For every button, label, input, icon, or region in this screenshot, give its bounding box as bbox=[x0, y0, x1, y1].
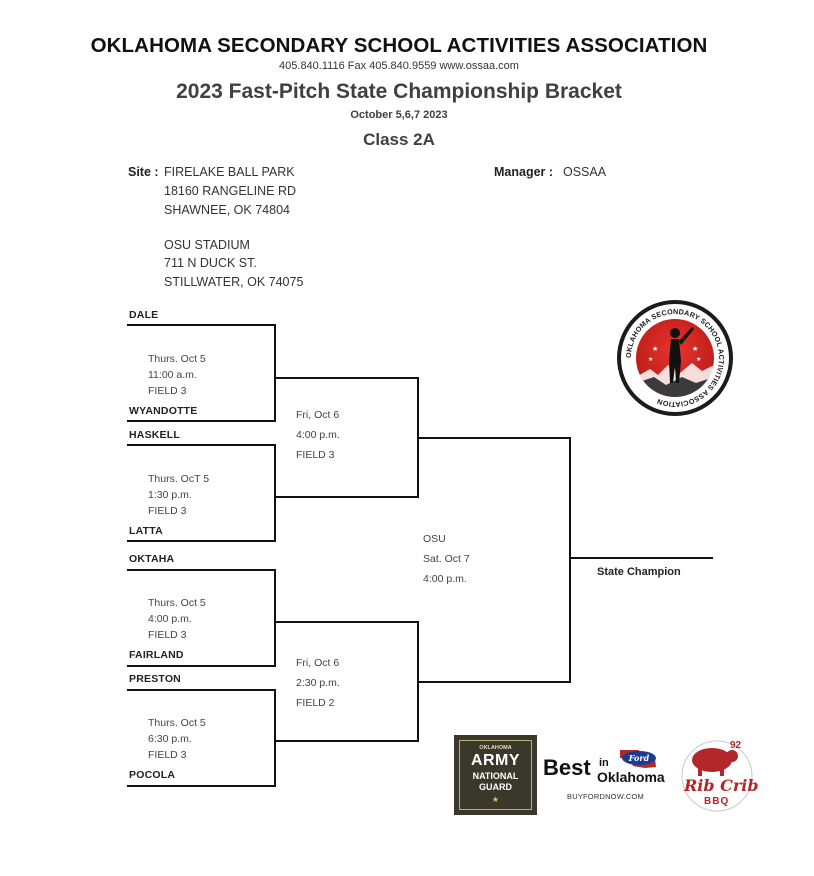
game-info: Thurs. Oct 5 4:00 p.m. FIELD 3 bbox=[148, 595, 206, 643]
game-day: Fri, Oct 6 bbox=[296, 409, 340, 421]
game-time: 2:30 p.m. bbox=[296, 677, 340, 689]
manager-label: Manager : bbox=[494, 165, 554, 179]
bracket-line bbox=[569, 557, 713, 559]
team-name: LATTA bbox=[129, 525, 163, 537]
bracket-line bbox=[127, 689, 276, 691]
game-day: Thurs. Oct 5 bbox=[148, 717, 206, 729]
game-field: FIELD 3 bbox=[148, 505, 187, 517]
contact-info: 405.840.1116 Fax 405.840.9559 www.ossaa.… bbox=[279, 60, 519, 72]
final-venue: OSU bbox=[423, 533, 446, 545]
game-time: 6:30 p.m. bbox=[148, 733, 192, 745]
team-name: POCOLA bbox=[129, 769, 176, 781]
guard-line4: GUARD bbox=[479, 782, 512, 792]
bracket-line bbox=[127, 665, 276, 667]
final-day: Sat. Oct 7 bbox=[423, 553, 470, 565]
athlete-silhouette-icon: ★ ★ ★ ★ bbox=[636, 327, 714, 397]
bracket-line bbox=[274, 740, 419, 742]
rib-crib-name: Rib Crib bbox=[684, 776, 759, 795]
svg-text:★: ★ bbox=[696, 356, 701, 363]
ford-badge: Ford bbox=[622, 751, 656, 765]
svg-text:★: ★ bbox=[652, 345, 658, 353]
bracket-line bbox=[274, 689, 276, 787]
site-label: Site : bbox=[128, 165, 159, 179]
game-info: Thurs. Oct 5 6:30 p.m. FIELD 3 bbox=[148, 715, 206, 763]
bracket-line bbox=[569, 437, 571, 683]
game-time: 4:00 p.m. bbox=[296, 429, 340, 441]
ossaa-seal-logo: OKLAHOMA SECONDARY SCHOOL ACTIVITIES ASS… bbox=[617, 300, 733, 416]
bracket-line bbox=[127, 569, 276, 571]
guard-line2: ARMY bbox=[470, 752, 521, 769]
organization-name: OKLAHOMA SECONDARY SCHOOL ACTIVITIES ASS… bbox=[90, 34, 708, 57]
state-champion-label: State Champion bbox=[597, 566, 681, 578]
game-field: FIELD 2 bbox=[296, 697, 335, 709]
game-time: 11:00 a.m. bbox=[148, 369, 197, 381]
team-name: WYANDOTTE bbox=[129, 405, 198, 417]
game-info: Thurs. OcT 5 1:30 p.m. FIELD 3 bbox=[148, 471, 209, 519]
game-field: FIELD 3 bbox=[148, 629, 187, 641]
guard-line1: OKLAHOMA bbox=[479, 745, 512, 751]
bracket-line bbox=[274, 496, 419, 498]
bracket-line bbox=[274, 444, 276, 542]
best-in-oklahoma-ford-logo: Ford Best in Oklahoma BUYFORDNOW.COM bbox=[543, 747, 665, 805]
tournament-dates: October 5,6,7 2023 bbox=[350, 109, 448, 121]
ford-oklahoma-text: Oklahoma bbox=[597, 769, 665, 785]
team-name: DALE bbox=[129, 309, 159, 321]
rib-crib-logo: 92 Rib Crib BBQ bbox=[678, 738, 759, 814]
bracket-line bbox=[274, 569, 276, 667]
star-icon: ★ bbox=[491, 795, 500, 804]
ford-url-text: BUYFORDNOW.COM bbox=[567, 792, 644, 801]
site-line: SHAWNEE, OK 74804 bbox=[164, 203, 290, 217]
team-name: HASKELL bbox=[129, 429, 180, 441]
rib-crib-sub: BBQ bbox=[704, 796, 730, 807]
bracket-line bbox=[274, 324, 276, 422]
site-line: FIRELAKE BALL PARK bbox=[164, 165, 295, 179]
team-name: FAIRLAND bbox=[129, 649, 184, 661]
bracket-line bbox=[127, 785, 276, 787]
guard-frame bbox=[459, 740, 532, 810]
final-game-info: OSU Sat. Oct 7 4:00 p.m. bbox=[423, 529, 470, 589]
svg-text:★: ★ bbox=[648, 356, 653, 363]
site-line: 18160 RANGELINE RD bbox=[164, 184, 297, 198]
game-day: Thurs. Oct 5 bbox=[148, 353, 206, 365]
game-day: Thurs. Oct 5 bbox=[148, 597, 206, 609]
seal-ring: OKLAHOMA SECONDARY SCHOOL ACTIVITIES ASS… bbox=[621, 304, 729, 412]
bracket-line bbox=[417, 437, 571, 439]
site-line: OSU STADIUM bbox=[164, 238, 250, 252]
bracket-line bbox=[127, 324, 276, 326]
game-day: Thurs. OcT 5 bbox=[148, 473, 210, 485]
game-field: FIELD 3 bbox=[296, 449, 335, 461]
guard-line3: NATIONAL bbox=[472, 771, 519, 781]
manager-value: OSSAA bbox=[563, 165, 607, 179]
bracket-line bbox=[127, 540, 276, 542]
site-line: STILLWATER, OK 74075 bbox=[164, 275, 304, 289]
bracket-line bbox=[127, 444, 276, 446]
ford-in-text: in bbox=[599, 757, 609, 769]
rib-crib-pig-icon bbox=[681, 740, 753, 812]
bracket-line bbox=[274, 377, 419, 379]
game-field: FIELD 3 bbox=[148, 385, 187, 397]
game-info: Fri, Oct 6 2:30 p.m. FIELD 2 bbox=[296, 653, 340, 713]
rib-crib-number: 92 bbox=[730, 740, 742, 751]
game-info: Thurs. Oct 5 11:00 a.m. FIELD 3 bbox=[148, 351, 206, 399]
svg-text:★: ★ bbox=[692, 345, 698, 353]
site-line: 711 N DUCK ST. bbox=[164, 256, 257, 270]
final-time: 4:00 p.m. bbox=[423, 573, 467, 585]
team-name: OKTAHA bbox=[129, 553, 175, 565]
game-day: Fri, Oct 6 bbox=[296, 657, 340, 669]
ford-best-text: Best bbox=[543, 755, 591, 780]
game-time: 4:00 p.m. bbox=[148, 613, 192, 625]
game-info: Fri, Oct 6 4:00 p.m. FIELD 3 bbox=[296, 405, 340, 465]
bracket-title: 2023 Fast-Pitch State Championship Brack… bbox=[176, 80, 622, 103]
game-field: FIELD 3 bbox=[148, 749, 187, 761]
bracket-line bbox=[127, 420, 276, 422]
bracket-line bbox=[274, 621, 419, 623]
team-name: PRESTON bbox=[129, 673, 181, 685]
bracket-line bbox=[417, 681, 571, 683]
seal-center: ★ ★ ★ ★ bbox=[636, 319, 714, 397]
game-time: 1:30 p.m. bbox=[148, 489, 192, 501]
class-label: Class 2A bbox=[363, 130, 435, 149]
army-national-guard-logo: OKLAHOMA ARMY NATIONAL GUARD ★ bbox=[454, 735, 537, 815]
